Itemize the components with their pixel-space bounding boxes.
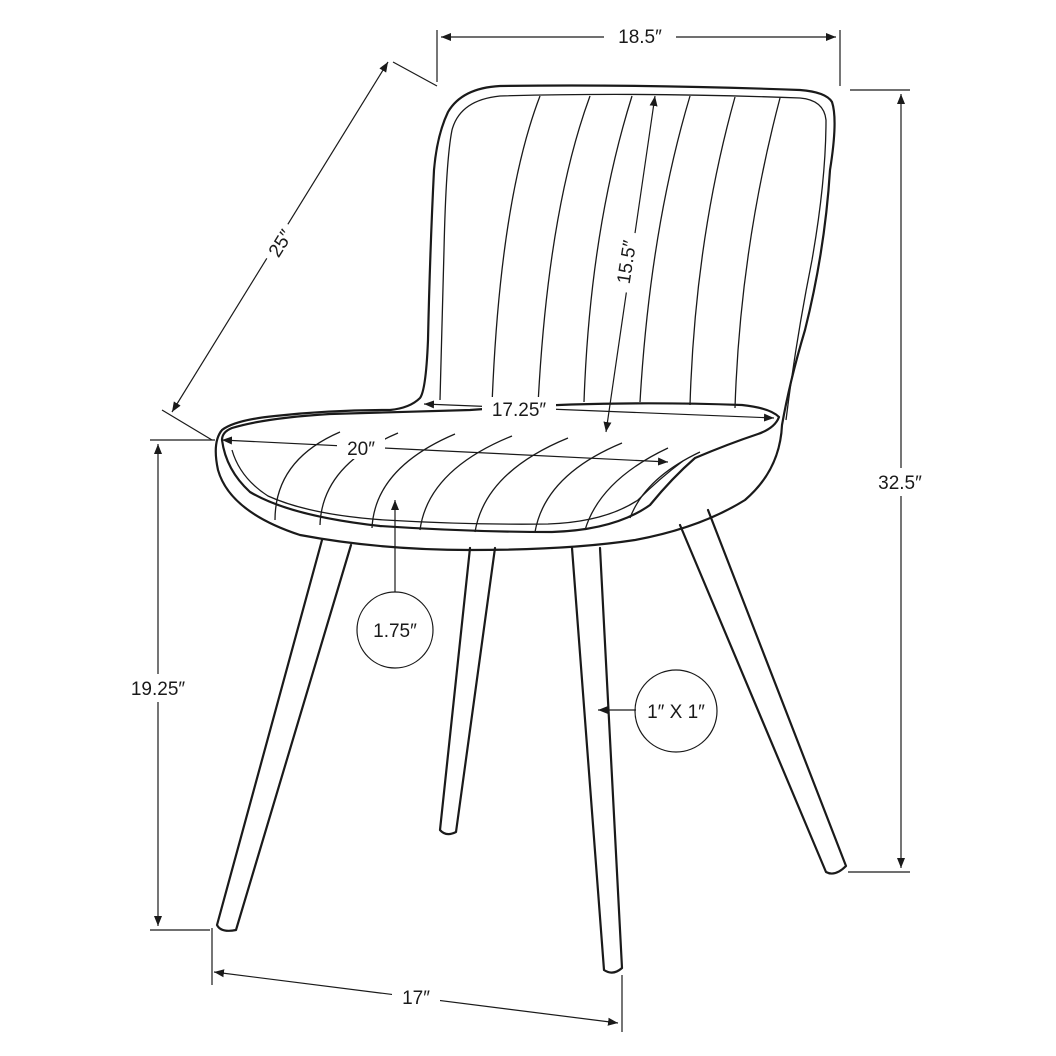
label-seat-height: 19.25″ xyxy=(131,679,186,700)
label-seat-thickness: 1.75″ xyxy=(373,621,417,642)
seat-piping xyxy=(231,449,684,525)
dim-depth: 25″ xyxy=(161,61,438,441)
dim-seat-thickness: 1.75″ xyxy=(356,500,434,669)
dim-seat-width-back: 17.25″ xyxy=(423,397,775,422)
backrest-inner xyxy=(439,93,827,421)
leg-front-right xyxy=(570,546,624,974)
dim-base-width: 17″ xyxy=(211,928,623,1032)
label-height-total: 32.5″ xyxy=(878,473,922,494)
callout-circle xyxy=(634,669,718,753)
dim-seat-height: 19.25″ xyxy=(118,439,215,931)
chair-legs xyxy=(215,508,848,974)
chair-outline xyxy=(214,84,848,974)
seat-channels xyxy=(274,431,701,533)
leg-back-right xyxy=(678,508,848,875)
seat-cushion xyxy=(220,402,781,534)
dim-width-top: 18.5″ xyxy=(436,25,841,86)
label-width-top: 18.5″ xyxy=(618,27,662,48)
label-leg-size: 1″ X 1″ xyxy=(647,702,705,723)
label-base-width: 17″ xyxy=(402,988,430,1009)
label-seat-width-front: 20″ xyxy=(347,439,375,460)
dim-height-total: 32.5″ xyxy=(848,89,934,873)
callout-circle xyxy=(356,591,434,669)
dim-seat-width-front: 20″ xyxy=(221,436,669,466)
leg-back-left xyxy=(438,546,497,836)
leg-front-left xyxy=(215,538,353,932)
dim-leg-size: 1″ X 1″ xyxy=(598,669,718,753)
label-seat-width-back: 17.25″ xyxy=(492,400,547,421)
backrest-outer xyxy=(214,84,836,552)
dim-back-height: 15.5″ xyxy=(603,95,658,433)
